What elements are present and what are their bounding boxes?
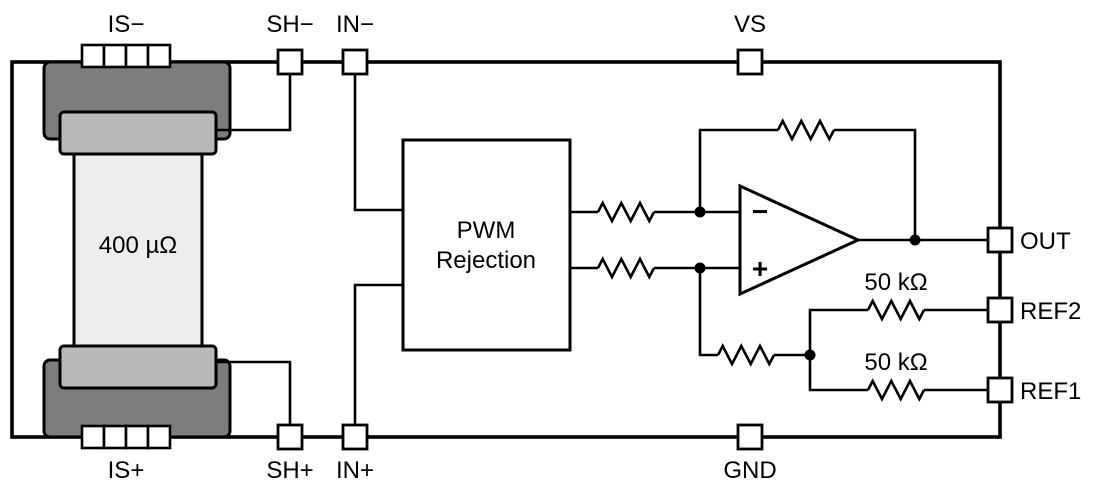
pin-out	[986, 226, 1014, 254]
resistor-ref2-label: 50 kΩ	[864, 269, 927, 296]
pin-label-is-plus: IS+	[108, 457, 145, 484]
pin-ref2	[986, 296, 1014, 324]
terminal-pad	[124, 424, 150, 450]
pin-label-sh-minus: SH−	[266, 11, 313, 38]
pwm-rejection-label-line2: Rejection	[436, 247, 536, 274]
wire-feedback	[698, 128, 917, 240]
terminal-pad	[124, 43, 150, 69]
pin-vs	[736, 48, 764, 76]
resistor-feedback	[776, 119, 836, 141]
wire-ref1	[808, 355, 988, 392]
pin-label-in-plus: IN+	[336, 457, 374, 484]
shunt-bottom-sense-bar	[58, 344, 218, 390]
wire-ref-divider	[698, 268, 810, 357]
pin-in-minus	[341, 48, 369, 76]
junction-dot-output	[909, 234, 921, 246]
pin-label-vs: VS	[734, 11, 766, 38]
resistor-ref1	[866, 379, 926, 401]
pin-label-sh-plus: SH+	[266, 457, 313, 484]
terminal-pad	[102, 424, 128, 450]
wire-in-minus	[353, 75, 403, 212]
pin-label-in-minus: IN−	[336, 11, 374, 38]
terminal-pad	[102, 43, 128, 69]
wire-sh-minus	[216, 75, 292, 132]
pin-sh-minus	[276, 48, 304, 76]
wire-sh-plus	[216, 360, 292, 424]
opamp-symbol	[738, 183, 862, 297]
pin-label-out: OUT	[1020, 228, 1071, 255]
resistor-ref2	[866, 299, 926, 321]
pwm-rejection-block	[401, 138, 572, 352]
resistor-input-top	[596, 201, 656, 223]
wire-ref2	[808, 308, 988, 355]
junction-dot-noninverting	[694, 262, 706, 274]
terminal-pad	[146, 43, 172, 69]
terminal-pad	[80, 424, 106, 450]
resistor-ref-divider	[716, 344, 776, 366]
is-minus-terminal-pads	[80, 43, 172, 69]
pin-ref1	[986, 376, 1014, 404]
pin-sh-plus	[276, 423, 304, 451]
pin-label-is-minus: IS−	[108, 11, 145, 38]
pwm-rejection-label-line1: PWM	[457, 217, 516, 244]
resistor-ref1-label: 50 kΩ	[864, 349, 927, 376]
terminal-pad	[146, 424, 172, 450]
opamp-noninverting-input-label: +	[752, 253, 768, 284]
pin-in-plus	[341, 423, 369, 451]
pin-label-ref2: REF2	[1020, 298, 1081, 325]
junction-dot-inverting	[694, 206, 706, 218]
is-plus-terminal-pads	[80, 424, 172, 450]
opamp-inverting-input-label: −	[752, 196, 768, 227]
wire-in-plus	[353, 283, 403, 424]
junction-dot-ref	[804, 349, 816, 361]
pin-label-ref1: REF1	[1020, 378, 1081, 405]
pin-gnd	[736, 423, 764, 451]
terminal-pad	[80, 43, 106, 69]
resistor-input-bottom	[596, 257, 656, 279]
shunt-top-sense-bar	[58, 110, 218, 156]
shunt-value-label: 400 µΩ	[99, 232, 177, 259]
pin-label-gnd: GND	[723, 457, 776, 484]
